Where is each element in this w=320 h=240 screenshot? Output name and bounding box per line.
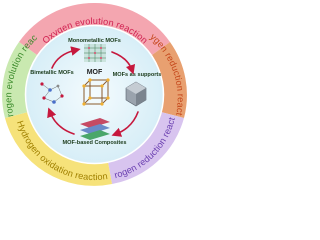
outer-ring bbox=[2, 2, 187, 186]
bimetallic-mof-image bbox=[40, 82, 64, 104]
center-mof-title: MOF bbox=[87, 69, 103, 76]
label-monometallic-mofs: Monometallic MOFs bbox=[68, 38, 121, 44]
label-mof-based-composites: MOF-based Composites bbox=[62, 140, 126, 146]
monometallic-mof-image bbox=[84, 44, 106, 62]
ring-segment-oer-b bbox=[19, 2, 95, 55]
ring-segment-oer bbox=[94, 2, 170, 55]
ring-segment-orr bbox=[152, 42, 187, 118]
arrow-supports-to-composites bbox=[111, 111, 139, 137]
ring-segment-her bbox=[2, 42, 37, 118]
inner-disk bbox=[24, 24, 165, 165]
arrow-mono-to-supports bbox=[111, 51, 136, 75]
label-mofs-as-supports: MOFs as supports bbox=[113, 72, 162, 78]
mofs-support-polyhedron-image bbox=[125, 81, 147, 107]
ring-segment-nrr bbox=[108, 112, 184, 184]
mof-electrocatalysis-diagram: Oxygen evolution reaction Oxygen reducti… bbox=[0, 0, 187, 186]
label-bimetallic-mofs: Bimetallic MOFs bbox=[30, 70, 74, 76]
arrow-composites-to-bimetallic bbox=[47, 107, 75, 135]
central-mof-cube-image: MOF bbox=[82, 69, 110, 106]
cycle-arrows bbox=[47, 46, 139, 137]
ring-segment-hor bbox=[5, 112, 112, 186]
arrow-bimetallic-to-mono bbox=[51, 46, 81, 69]
mof-composite-image bbox=[80, 118, 110, 140]
